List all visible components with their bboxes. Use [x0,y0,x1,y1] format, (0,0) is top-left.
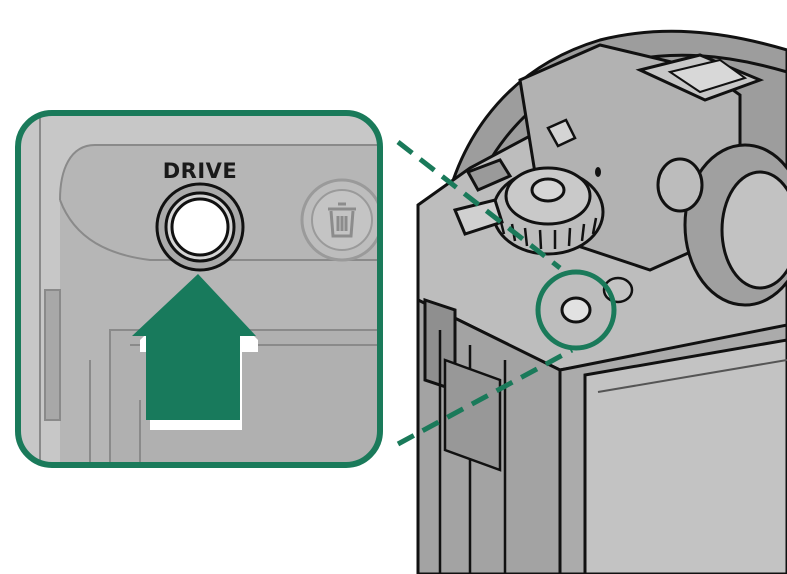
zoom-top-surface [18,113,380,465]
lcd-screen [583,338,787,574]
camera-body [416,29,787,574]
indicator-dot [595,167,601,177]
zoom-body-edge [39,113,380,465]
highlight-circle [535,269,617,351]
lever [452,198,504,236]
strap-eyelet [465,158,513,192]
callout-leader-lines [396,140,574,447]
vf-sensor [546,118,577,148]
dial-button [530,177,566,203]
camera-drive-button [560,296,592,324]
leader-line-bottom [396,347,574,447]
eyecup-inner [720,170,787,290]
up-arrow-icon [132,274,258,430]
drive-button [155,182,245,272]
drive-label: DRIVE [163,159,238,183]
zoom-frame [15,110,383,468]
trash-icon [328,202,356,238]
side-door-detail [443,358,502,472]
zoom-curve [59,199,380,261]
trash-button [300,178,380,262]
small-dial [656,157,704,213]
lcd-inner-edge [597,359,787,393]
zoom-inset: DRIVE [15,110,383,468]
leader-line-top [396,140,562,270]
hot-shoe-contacts [667,58,748,94]
zoom-side-notch [44,289,61,421]
arrow-body [132,274,256,420]
